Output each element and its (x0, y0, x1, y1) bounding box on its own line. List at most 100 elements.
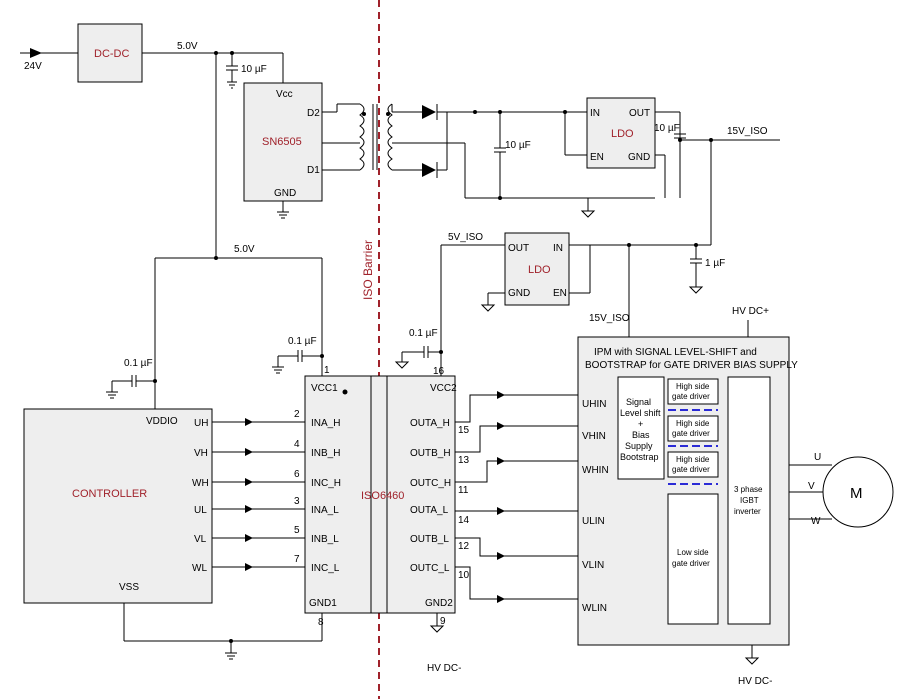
inverter-line2: IGBT (740, 496, 759, 505)
iso-input-pin-5: 5 (294, 525, 300, 536)
ground-ipm-icon (744, 657, 760, 665)
controller-pin-wh: WH (192, 478, 209, 489)
high-side-driver-v (667, 415, 719, 442)
iso-input-pin-3: 6 (294, 469, 300, 480)
rail-5v-top-label: 5.0V (177, 41, 198, 52)
ldo-mid-in: IN (553, 243, 563, 254)
transformer-primary-icon (359, 103, 365, 171)
controller-pin-vl: VL (194, 534, 207, 545)
level-shift-block (617, 376, 665, 480)
motor-label: M (850, 485, 863, 502)
sn6505-name: SN6505 (262, 136, 302, 148)
iso-input-ina-h: INA_H (311, 418, 340, 429)
iso-gnd1-label: GND1 (309, 598, 337, 609)
ipm-input-whin: WHIN (582, 465, 609, 476)
iso-input-ina-l: INA_L (311, 505, 339, 516)
pin-gnd2-number: 9 (440, 616, 446, 627)
iso-output-pin-15: 15 (458, 425, 470, 436)
ground-ldo-mid-icon (480, 304, 496, 312)
level-shift-line4: Bias (632, 430, 650, 440)
ipm-input-vhin: VHIN (582, 431, 606, 442)
ldo-top-en: EN (590, 152, 604, 163)
iso-input-pin-2: 4 (294, 439, 300, 450)
iso-output-pin-10: 10 (458, 570, 470, 581)
ldo-top-gnd: GND (628, 152, 650, 163)
iso-output-outc-h: OUTC_H (410, 478, 451, 489)
hs-driver-v-line1: High side (676, 419, 710, 428)
level-shift-line2: Level shift (620, 408, 661, 418)
inverter-line1: 3 phase (734, 485, 763, 494)
isolation-barrier-label: ISO Barrier (361, 240, 375, 300)
iso-input-inc-l: INC_L (311, 563, 340, 574)
iso-output-pin-11: 11 (458, 485, 469, 496)
controller-pin-uh: UH (194, 418, 208, 429)
ground-vcc2-cap-icon (394, 361, 410, 369)
ground-1uf-icon (688, 286, 704, 294)
iso-vcc2-label: VCC2 (430, 383, 457, 394)
controller-name: CONTROLLER (72, 488, 147, 500)
ldo-top-in: IN (590, 108, 600, 119)
pin-gnd1-number: 8 (318, 617, 324, 628)
inverter-line3: inverter (734, 507, 761, 516)
sn6505-vcc-label: Vcc (276, 89, 293, 100)
iso-input-pin-6: 7 (294, 554, 300, 565)
cap-10uf-b-label: 10 µF (505, 140, 531, 151)
iso6460-chip (304, 375, 456, 614)
ground-ldo-top-icon (580, 210, 596, 218)
iso-input-pin-4: 3 (294, 496, 300, 507)
iso-output-outa-l: OUTA_L (410, 505, 449, 516)
rail-5v-mid-label: 5.0V (234, 244, 255, 255)
level-shift-line6: Bootstrap (620, 452, 659, 462)
iso-vcc1-label: VCC1 (311, 383, 338, 394)
low-side-driver (667, 493, 719, 625)
diode-bottom-icon (422, 163, 436, 177)
cap-01uf-b-label: 0.1 µF (288, 336, 317, 347)
hvdc-minus-b-label: HV DC- (738, 676, 772, 687)
controller-vddio-label: VDDIO (146, 416, 178, 427)
cap-01uf-a-label: 0.1 µF (124, 358, 153, 369)
pin-vcc2-number: 16 (433, 366, 445, 377)
igbt-inverter-block (727, 376, 771, 625)
transformer-secondary-icon (387, 103, 393, 171)
dcdc-label: DC-DC (94, 48, 129, 60)
hs-driver-w-line1: High side (676, 455, 710, 464)
controller-pin-ul: UL (194, 505, 207, 516)
phase-u-label: U (814, 452, 821, 463)
iso-output-pin-14: 14 (458, 515, 470, 526)
level-shift-line5: Supply (625, 441, 653, 451)
ipm-title-line2: BOOTSTRAP for GATE DRIVER BIAS SUPPLY (585, 360, 798, 371)
ipm-input-vlin: VLIN (582, 560, 604, 571)
v15-iso-b-label: 15V_ISO (589, 313, 630, 324)
cap-10uf-a-label: 10 µF (241, 64, 267, 75)
sn6505-d2-label: D2 (307, 108, 320, 119)
ground-gnd2-icon (429, 625, 445, 633)
hs-driver-w-line2: gate driver (672, 465, 710, 474)
controller-vss-label: VSS (119, 582, 139, 593)
level-shift-line3: + (638, 419, 643, 429)
controller-pin-wl: WL (192, 563, 207, 574)
high-side-driver-u (667, 378, 719, 405)
ipm-input-ulin: ULIN (582, 516, 605, 527)
hs-driver-u-line2: gate driver (672, 392, 710, 401)
pin-vcc1-number: 1 (324, 365, 330, 376)
iso-output-outb-l: OUTB_L (410, 534, 449, 545)
ldo-mid-chip (504, 232, 570, 306)
iso-gnd2-label: GND2 (425, 598, 453, 609)
ldo-mid-out: OUT (508, 243, 529, 254)
pin1-marker-icon (342, 389, 348, 395)
cap-1uf-label: 1 µF (705, 258, 725, 269)
iso-output-outb-h: OUTB_H (410, 448, 451, 459)
ldo-mid-name: LDO (528, 264, 551, 276)
ldo-top-chip (586, 97, 656, 169)
ldo-top-name: LDO (611, 128, 634, 140)
iso-output-pin-12: 12 (458, 541, 470, 552)
iso-input-pin-1: 2 (294, 409, 300, 420)
iso-input-inb-l: INB_L (311, 534, 339, 545)
controller-block (23, 408, 213, 604)
ipm-input-wlin: WLIN (582, 603, 607, 614)
iso-output-pin-13: 13 (458, 455, 470, 466)
high-side-driver-w (667, 451, 719, 478)
iso-output-outc-l: OUTC_L (410, 563, 450, 574)
ldo-mid-gnd: GND (508, 288, 530, 299)
cap-10uf-c-label: 10 µF (654, 123, 680, 134)
